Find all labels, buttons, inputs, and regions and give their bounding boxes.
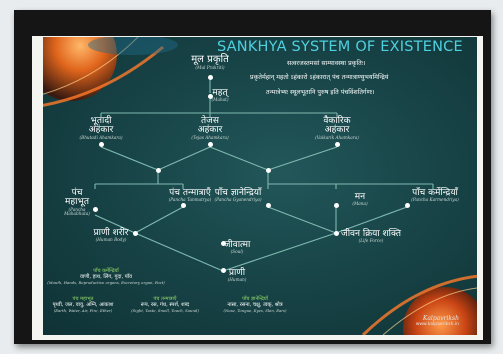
- note-english: (Nose, Tongue, Eyes, Skin, Ears): [223, 307, 287, 313]
- note-karmendriya: पाँच कर्मेन्द्रियाँ वाणी, हाथ, लिंग, गुद…: [43, 268, 169, 285]
- note-values: नासा, रसना, चक्षु, त्वक्, श्रोत्र: [227, 301, 283, 308]
- node-label: पाँच ज्ञानेन्द्रियाँ: [214, 188, 262, 198]
- node-dot: [155, 167, 161, 173]
- node-label: पंच तन्मात्राएँ: [169, 188, 211, 198]
- verse-line-3: तन्मात्रेभ्यः स्थूलभूतानि पुरुष इति पंचव…: [266, 89, 375, 96]
- note-mahabhuta: पंच महाभूत पृथ्वी, जल, वायु, अग्नि, आकाश…: [43, 296, 123, 313]
- node-panch-tanmatra: पंच तन्मात्राएँ (Pancha Tanmatrya): [160, 188, 220, 203]
- swirl-bottom-right: [361, 274, 477, 335]
- node-label-english: (Mahat): [211, 97, 229, 103]
- node-tejas-ahamkara: तेजस अहंकार (Tejas Ahamkara): [180, 116, 240, 140]
- node-label: तेजस अहंकार: [197, 116, 223, 136]
- node-dot: [207, 74, 213, 80]
- node-label-english: (Mul Prakriti): [195, 64, 225, 70]
- note-gyanendriya: पाँच ज्ञानेन्द्रियाँ नासा, रसना, चक्षु, …: [213, 296, 297, 313]
- planet-bottom-right: [403, 287, 477, 335]
- node-label-english: (Life Force): [358, 238, 384, 244]
- node-label-english: (Vaikarik Ahamkara): [315, 134, 359, 140]
- node-label: जीवन क्रिया शक्ति: [341, 229, 401, 239]
- node-dot: [333, 202, 339, 208]
- node-label-english: (Pancha Mahabhuta): [64, 206, 90, 217]
- node-label-english: (Mana): [352, 201, 368, 207]
- node-prani: प्राणी (Human): [219, 268, 255, 283]
- node-dot: [220, 240, 226, 246]
- node-dot: [265, 202, 271, 208]
- node-dot: [333, 230, 339, 236]
- poster-title: SANKHYA SYSTEM OF EXISTENCE: [217, 39, 463, 55]
- node-label: पंच महाभूत: [65, 188, 89, 208]
- node-label-english: (Pancha Gyanendriya): [214, 197, 262, 203]
- node-label: वैकारिक अहंकार: [323, 116, 351, 136]
- node-man: मन (Mana): [343, 192, 377, 207]
- node-label: भूतादी अहंकार: [88, 116, 114, 136]
- node-dot: [334, 141, 340, 147]
- node-dot: [180, 202, 186, 208]
- node-label: महत्: [212, 88, 228, 98]
- node-jeevan-kriya-shakti: जीवन क्रिया शक्ति (Life Force): [333, 229, 409, 244]
- node-label: मन: [354, 192, 366, 202]
- node-dot: [207, 93, 213, 99]
- note-heading: पंच तन्मात्राएँ: [153, 296, 177, 302]
- node-bhutadi-ahamkara: भूतादी अहंकार (Bhutadi Ahamkara): [71, 116, 131, 140]
- node-vaikarik-ahamkara: वैकारिक अहंकार (Vaikarik Ahamkara): [305, 116, 369, 140]
- node-label: जीवात्मा: [223, 240, 251, 250]
- node-prani-sharir: प्राणी शरीर (Human Body): [81, 228, 141, 243]
- note-values: रूप, रस, गंध, स्पर्श, शब्द: [140, 301, 190, 308]
- node-label-english: (Human Body): [95, 237, 127, 243]
- node-dot: [404, 202, 410, 208]
- node-dot: [220, 267, 226, 273]
- node-label-english: (Pancha Tanmatrya): [168, 197, 212, 203]
- watermark: Kalpavriksh www.kalpavriksh.in: [416, 315, 459, 327]
- node-jeevatma: जीवात्मा (Soul): [217, 240, 257, 255]
- node-panch-karmendriya: पाँच कर्मेन्द्रियाँ (Pancha Karmendriya): [405, 188, 465, 203]
- node-dot: [207, 141, 213, 147]
- note-values: वाणी, हाथ, लिंग, गुदा, पाँव: [80, 273, 132, 280]
- node-label: पाँच कर्मेन्द्रियाँ: [412, 188, 458, 198]
- node-label-english: (Soul): [230, 249, 244, 255]
- node-label: प्राणी: [228, 268, 246, 278]
- node-panch-mahabhuta: पंच महाभूत (Pancha Mahabhuta): [57, 188, 97, 217]
- watermark-url: www.kalpavriksh.in: [415, 322, 459, 327]
- note-english: (Earth, Water, Air, Fire, Ether): [53, 307, 113, 313]
- node-dot: [92, 206, 98, 212]
- node-mahat: महत् (Mahat): [190, 88, 230, 103]
- node-dot: [98, 141, 104, 147]
- note-tanmatra: पंच तन्मात्राएँ रूप, रस, गंध, स्पर्श, शब…: [125, 296, 205, 313]
- node-label-english: (Pancha Karmendriya): [411, 197, 459, 203]
- note-values: पृथ्वी, जल, वायु, अग्नि, आकाश: [52, 301, 114, 308]
- watermark-signature: Kalpavriksh: [422, 315, 459, 322]
- verse-line-1: सत्वरजस्तमसां साम्यावस्था प्रकृतिः।: [287, 60, 366, 67]
- note-heading: पंच महाभूत: [72, 296, 94, 302]
- node-label: मूल प्रकृति: [191, 54, 229, 65]
- node-label-english: (Tejas Ahamkara): [191, 134, 229, 140]
- sankhya-poster: SANKHYA SYSTEM OF EXISTENCE सत्वरजस्तमसा…: [43, 37, 477, 335]
- poster-decorations: [43, 37, 477, 335]
- note-heading: पाँच कर्मेन्द्रियाँ: [93, 268, 119, 274]
- note-heading: पाँच ज्ञानेन्द्रियाँ: [242, 296, 268, 302]
- node-dot: [265, 167, 271, 173]
- node-dot: [132, 230, 138, 236]
- node-panch-gyanendriya: पाँच ज्ञानेन्द्रियाँ (Pancha Gyanendriya…: [203, 188, 273, 203]
- node-label-english: (Human): [227, 277, 247, 283]
- note-english: (Mouth, Hands, Reproductive organs, Excr…: [47, 279, 165, 285]
- verse-line-2: प्रकृतेर्महान् महतो ऽहंकारो ऽहंकारात् पं…: [250, 74, 389, 81]
- planet-top-left: [43, 37, 117, 101]
- node-label: प्राणी शरीर: [93, 228, 129, 238]
- node-label-english: (Bhutadi Ahamkara): [79, 134, 123, 140]
- note-english: (Sight, Taste, Smell, Touch, Sound): [131, 307, 199, 313]
- swirl-top-left: [43, 45, 164, 107]
- tree-connectors: [94, 80, 434, 272]
- node-mul-prakriti: मूल प्रकृति (Mul Prakriti): [180, 54, 240, 70]
